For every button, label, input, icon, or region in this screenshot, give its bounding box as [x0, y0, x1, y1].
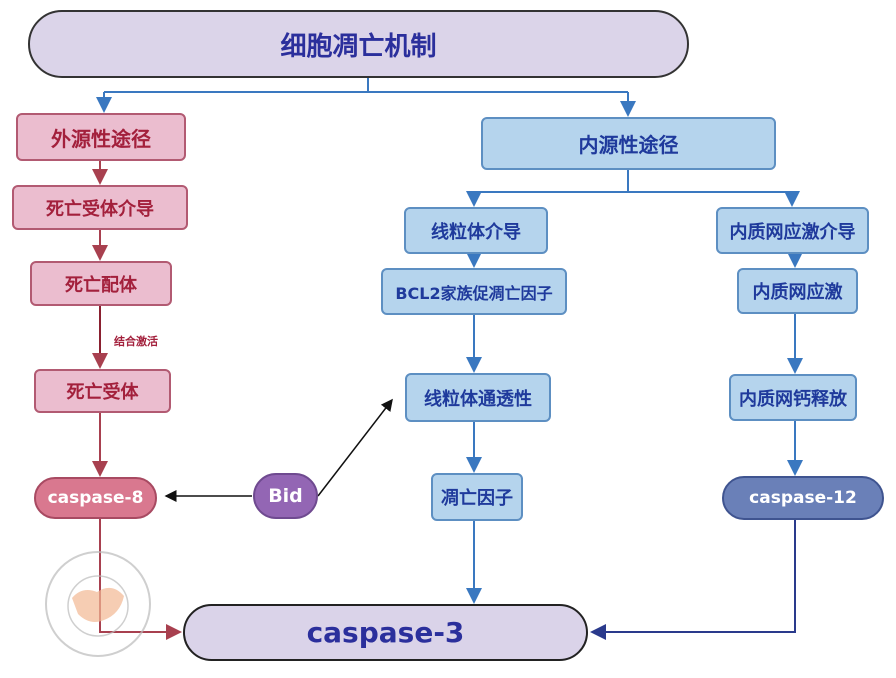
chinese-medical-association-watermark	[45, 551, 151, 657]
caspase-3-node: caspase-3	[183, 604, 588, 661]
title-node: 细胞凋亡机制	[28, 10, 689, 78]
death-receptor-node: 死亡受体	[34, 369, 171, 413]
binding-activation-label: 结合激活	[114, 335, 158, 348]
er-calcium-release-node: 内质网钙释放	[729, 374, 857, 421]
mitochondrial-permeability-node: 线粒体通透性	[405, 373, 551, 422]
bcl2-family-node: BCL2家族促凋亡因子	[381, 268, 567, 315]
apoptotic-factor-node: 凋亡因子	[431, 473, 523, 521]
caspase-12-node: caspase-12	[722, 476, 884, 520]
extrinsic-pathway-node: 外源性途径	[16, 113, 186, 161]
caspase-8-node: caspase-8	[34, 477, 157, 519]
intrinsic-pathway-node: 内源性途径	[481, 117, 776, 170]
death-receptor-mediated-node: 死亡受体介导	[12, 185, 188, 230]
root-branch	[104, 78, 628, 93]
mitochondria-mediated-node: 线粒体介导	[404, 207, 548, 254]
death-ligand-node: 死亡配体	[30, 261, 172, 306]
er-stress-node: 内质网应激	[737, 268, 858, 314]
er-stress-mediated-node: 内质网应激介导	[716, 207, 869, 254]
bid-node: Bid	[253, 473, 318, 519]
